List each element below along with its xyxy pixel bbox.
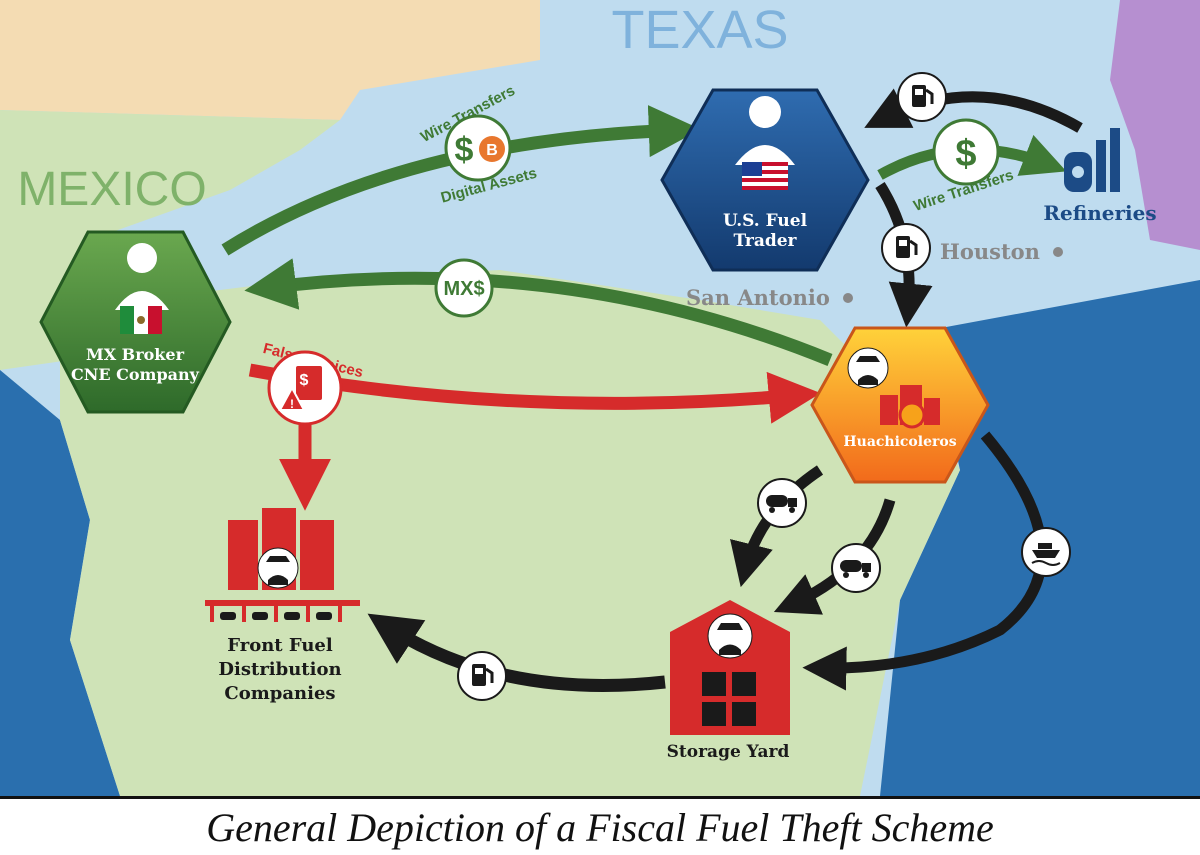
fuel-pump-icon-bottom	[457, 651, 507, 701]
houston-label: Houston	[940, 239, 1040, 264]
houston-dot	[1053, 247, 1063, 257]
thief-hat-icon	[856, 356, 880, 362]
mx-broker-line1: MX Broker	[86, 345, 185, 364]
thief-hat-icon-front	[266, 556, 290, 562]
san-antonio-label: San Antonio	[686, 285, 830, 310]
front-fuel-line2: Distribution	[218, 659, 341, 680]
refineries-node: Refineries	[1043, 128, 1157, 225]
huachicoleros-node: Huachicoleros	[810, 326, 990, 484]
huachicoleros-label: Huachicoleros	[843, 434, 956, 450]
invoice-warning-icon: $ !	[267, 350, 343, 426]
dollar-icon: $	[932, 118, 1000, 186]
tanker-truck-icon-1	[757, 478, 807, 528]
svg-text:!: !	[290, 397, 294, 411]
mxs-label: MX$	[443, 278, 484, 300]
mexico-label: MEXICO	[17, 163, 206, 216]
money-bitcoin-icon: $ B	[444, 114, 512, 182]
texas-label: TEXAS	[611, 0, 788, 60]
wire-transfer-arrow-top	[221, 105, 701, 256]
mexico-north-land	[0, 110, 340, 370]
storage-yard-node: Storage Yard	[667, 600, 790, 762]
figure-caption: General Depiction of a Fiscal Fuel Theft…	[0, 796, 1200, 855]
fuel-pump-icon-middle	[881, 223, 931, 273]
us-trader-line2: Trader	[733, 231, 797, 251]
thief-hat-icon-storage	[717, 623, 743, 630]
storage-to-front-arrow	[367, 613, 666, 692]
warehouse-icon	[670, 600, 790, 735]
svg-text:$: $	[455, 131, 474, 169]
mx-broker-line2: CNE Company	[71, 365, 200, 384]
front-fuel-node: Front Fuel Distribution Companies	[205, 508, 360, 704]
fuel-theft-diagram: TEXAS MEXICO San Antonio Houston Wire Tr…	[0, 0, 1200, 796]
front-fuel-line3: Companies	[224, 683, 335, 704]
fuel-pump-icon-top	[897, 72, 947, 122]
ship-arrow	[802, 431, 1047, 691]
fuel-station-row-icon	[205, 600, 360, 622]
storage-yard-label: Storage Yard	[667, 742, 790, 762]
mexico-flag-icon	[120, 306, 134, 334]
mx-broker-node: MX Broker CNE Company	[39, 230, 232, 414]
tanker-truck-icon-2	[831, 543, 881, 593]
refineries-label: Refineries	[1043, 201, 1156, 225]
cargo-ship-icon	[1021, 527, 1071, 577]
svg-text:$: $	[955, 133, 976, 175]
us-land-northwest	[0, 0, 540, 120]
mxs-arrow	[244, 258, 833, 367]
us-trader-line1: U.S. Fuel	[723, 211, 808, 231]
mxs-currency-icon: MX$	[434, 258, 494, 318]
svg-text:$: $	[300, 372, 309, 389]
svg-text:B: B	[486, 142, 498, 159]
san-antonio-dot	[843, 293, 853, 303]
us-fuel-trader-node: U.S. Fuel Trader	[660, 88, 870, 272]
louisiana-land	[1110, 0, 1200, 250]
front-fuel-line1: Front Fuel	[227, 635, 333, 656]
pacific-deep-water	[0, 370, 120, 796]
